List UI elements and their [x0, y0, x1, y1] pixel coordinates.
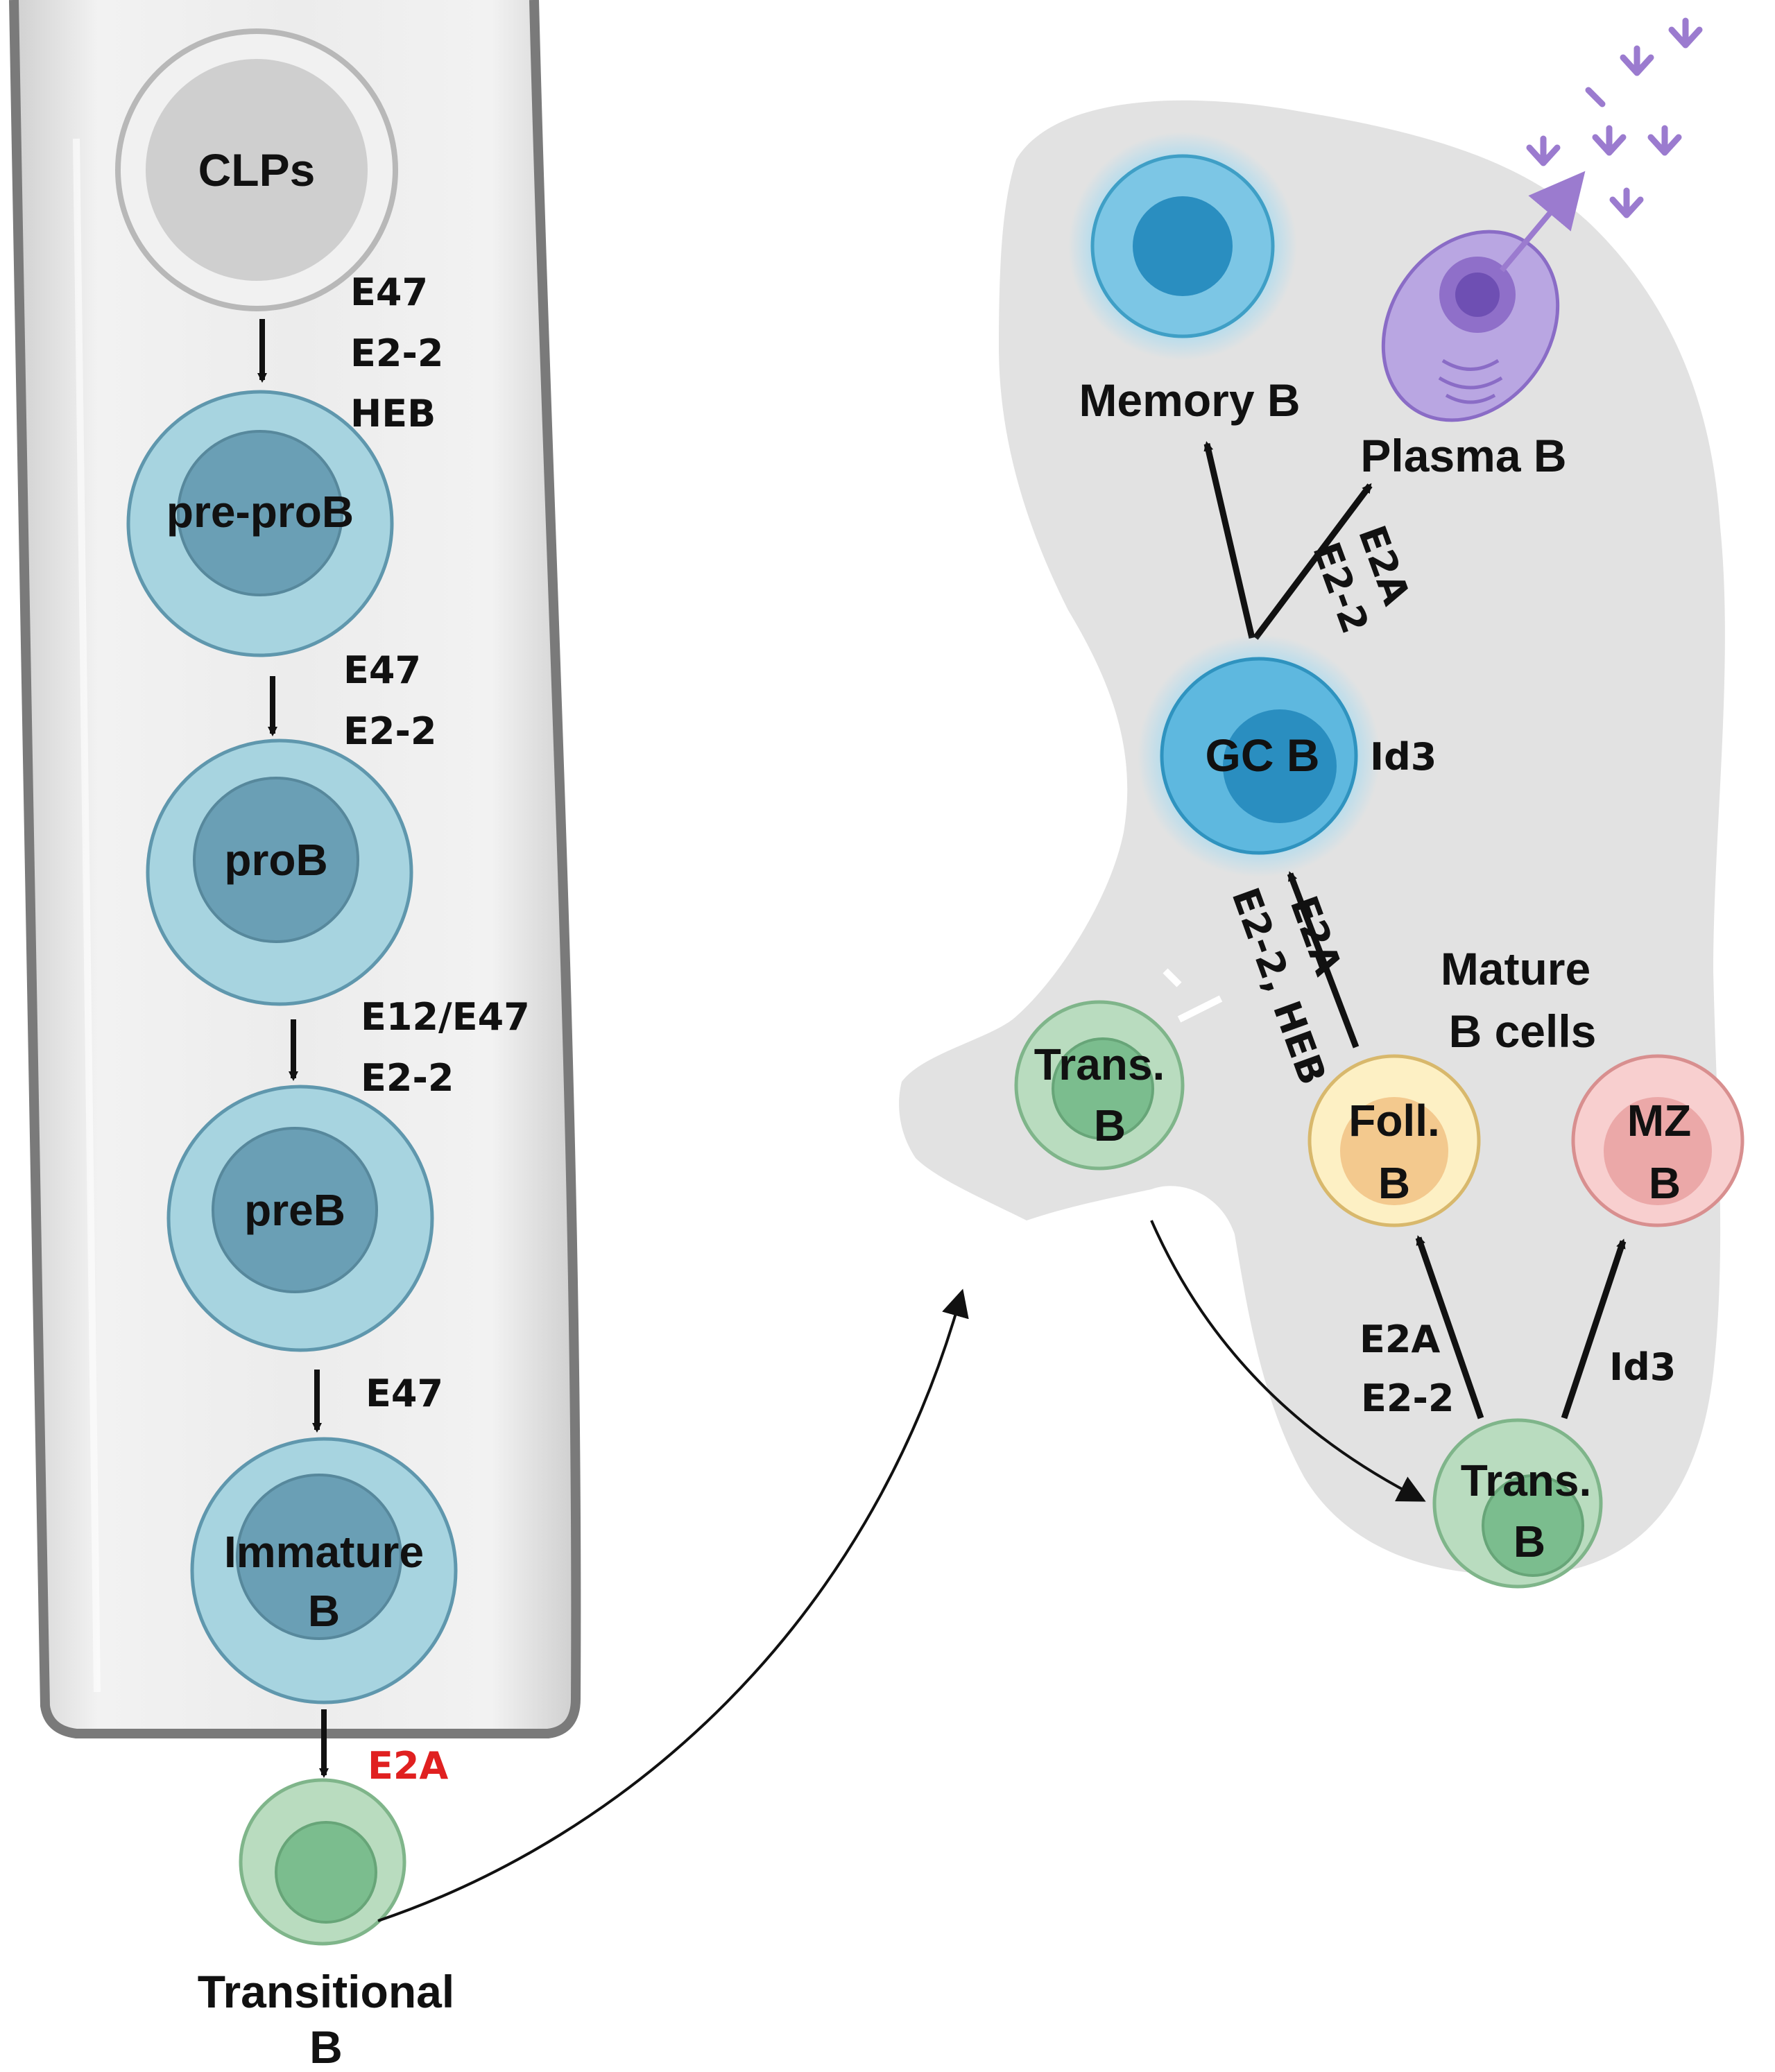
- plasma-b-cell: [1381, 230, 1560, 422]
- arrow-trans-to-mz: [1561, 1238, 1627, 1419]
- follicular-b-cell: Foll. B: [1307, 1054, 1481, 1227]
- factor-e47: E47: [366, 1372, 443, 1415]
- gc-b-label: GC B: [1206, 729, 1320, 781]
- mature-label-line2: B cells: [1449, 1005, 1597, 1057]
- immature-label-line2: B: [308, 1586, 340, 1636]
- antibody-icons: [1526, 17, 1703, 218]
- arrow-entry-to-trans: [1150, 1220, 1426, 1502]
- transitional-label-line2: B: [309, 2021, 343, 2072]
- prob-label: proB: [224, 835, 327, 885]
- trans-bottom-label-line2: B: [1514, 1517, 1545, 1566]
- memory-b-cell: [1068, 132, 1297, 361]
- prob-cell: proB: [146, 739, 413, 1006]
- factors-preb-to-immature: E47: [366, 1372, 443, 1415]
- antibody-icon: [1592, 125, 1627, 156]
- bone-inner-line: [73, 138, 101, 1693]
- antibody-icon: [1620, 45, 1654, 76]
- mz-label-line2: B: [1649, 1158, 1681, 1208]
- memory-b-label: Memory B: [1079, 374, 1300, 426]
- antibody-icon: [1668, 17, 1703, 49]
- pre-prob-cell: pre-proB: [126, 390, 394, 657]
- foll-label-line1: Foll.: [1348, 1096, 1440, 1146]
- factor-e2-2: E2-2: [343, 709, 436, 753]
- factors-preprob-to-prob: E47 E2-2: [343, 648, 436, 753]
- pre-prob-label: pre-proB: [166, 487, 354, 537]
- factor-e2a: E2A: [1360, 1318, 1440, 1361]
- trans-b-bottom-cell: Trans. B: [1432, 1418, 1603, 1589]
- preb-cell: preB: [166, 1085, 434, 1352]
- arrow-gc-to-memory: [1203, 441, 1255, 639]
- marginal-zone-b-cell: MZ B: [1571, 1054, 1744, 1227]
- arrow-antibody-secretion: [1499, 171, 1586, 273]
- factor-id3-mz: Id3: [1609, 1345, 1676, 1389]
- arrow-trans-to-foll: [1415, 1235, 1484, 1419]
- bone-outline-left: [9, 0, 581, 1738]
- transitional-label-line1: Transitional: [198, 1966, 454, 2017]
- trans-b-entry-cell: Trans. B: [1014, 1000, 1185, 1171]
- immature-label-line1: Immature: [224, 1527, 424, 1577]
- factor-e2-2: E2-2: [361, 1056, 454, 1100]
- clp-cell: CLPs: [115, 28, 398, 311]
- arrow-migration-to-spleen: [377, 1288, 969, 1922]
- factor-e2-2: E2-2: [1361, 1376, 1454, 1420]
- trans-bottom-label-line1: Trans.: [1461, 1456, 1592, 1505]
- mature-label-line1: Mature: [1441, 943, 1590, 994]
- antibody-icon: [1526, 135, 1561, 166]
- factors-prob-to-preb: E12/E47 E2-2: [361, 995, 530, 1100]
- factors-clp-to-preprob: E47 E2-2 HEB: [350, 270, 443, 435]
- factor-heb: HEB: [350, 392, 436, 435]
- arrow-gc-to-plasma: [1253, 483, 1373, 640]
- factor-id3-gc: Id3: [1370, 735, 1437, 779]
- plasma-b-label: Plasma B: [1360, 430, 1566, 481]
- foll-label-line2: B: [1378, 1158, 1410, 1208]
- factor-e2-2: E2-2: [350, 331, 443, 375]
- trans-entry-label-line1: Trans.: [1034, 1039, 1165, 1089]
- factor-e2a-red: E2A: [368, 1744, 448, 1788]
- clp-label: CLPs: [198, 144, 316, 196]
- arrow-foll-to-gc: [1287, 871, 1360, 1048]
- transitional-b-cell: [239, 1778, 406, 1946]
- antibody-icon: [1585, 87, 1606, 107]
- factor-e47: E47: [350, 270, 428, 314]
- factors-trans-to-foll: E2A E2-2: [1360, 1318, 1454, 1420]
- spleen-hilum-highlight: [1163, 968, 1223, 1023]
- antibody-icon: [1647, 125, 1682, 156]
- mz-label-line1: MZ: [1627, 1096, 1691, 1146]
- factor-e47: E47: [343, 648, 421, 692]
- factor-e12-e47: E12/E47: [361, 995, 530, 1039]
- trans-entry-label-line2: B: [1094, 1100, 1126, 1150]
- antibody-icon: [1609, 187, 1644, 218]
- gc-b-cell: GC B: [1138, 634, 1380, 877]
- immature-b-cell: Immature B: [190, 1437, 458, 1704]
- preb-label: preB: [244, 1185, 345, 1235]
